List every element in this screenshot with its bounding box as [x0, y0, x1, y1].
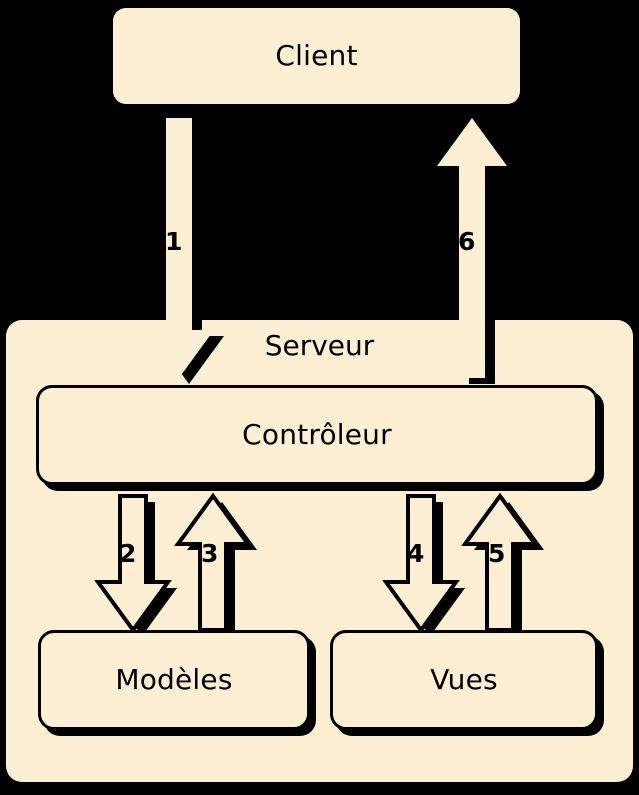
node-controleur-label: Contrôleur	[242, 418, 392, 451]
node-client[interactable]: Client	[113, 8, 520, 104]
arrow-6-controleur-to-client: 6	[425, 112, 535, 384]
node-modeles[interactable]: Modèles	[38, 630, 310, 730]
node-controleur[interactable]: Contrôleur	[36, 385, 598, 485]
node-vues[interactable]: Vues	[330, 630, 598, 730]
node-modeles-label: Modèles	[115, 663, 233, 696]
arrow-1-client-to-controleur: 1	[132, 112, 242, 384]
arrow-5-vues-to-controleur: 5	[455, 492, 565, 638]
node-vues-label: Vues	[430, 663, 498, 696]
node-client-label: Client	[275, 39, 358, 72]
arrow-3-modeles-to-controleur: 3	[168, 492, 278, 638]
